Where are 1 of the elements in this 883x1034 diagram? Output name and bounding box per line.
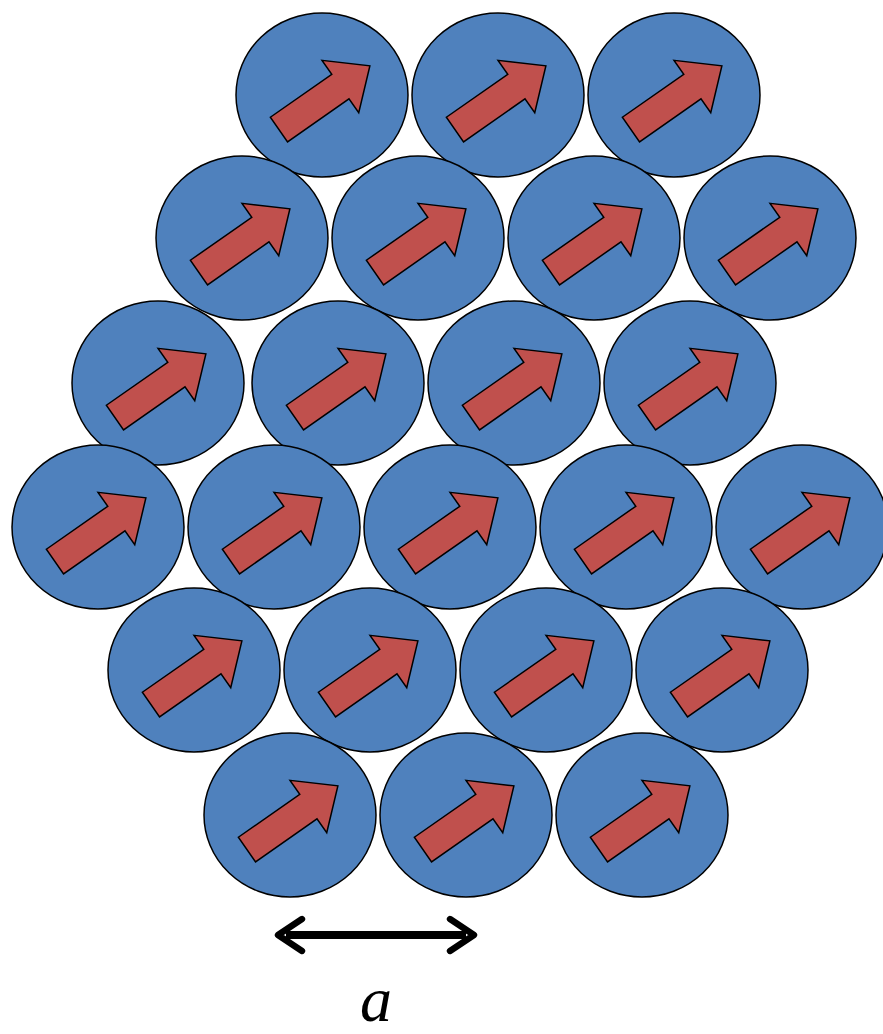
dimension-label: a — [360, 968, 392, 1032]
